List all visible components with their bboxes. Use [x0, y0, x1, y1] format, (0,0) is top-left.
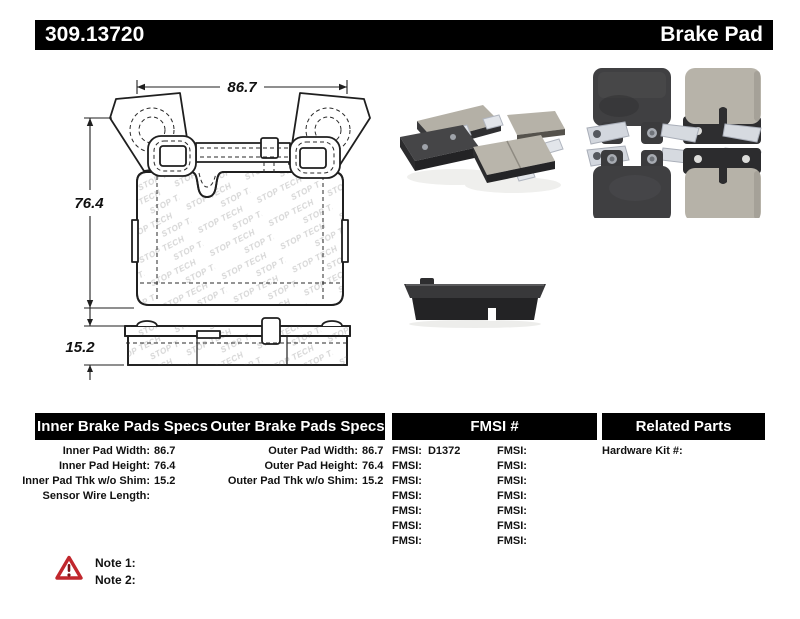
width-dimension: 86.7 — [136, 79, 348, 96]
inner-specs-column: Inner Pad Width:86.7 Inner Pad Height:76… — [18, 444, 175, 504]
fmsi-row: FMSI: — [497, 535, 527, 547]
fmsi-row: FMSI: — [497, 475, 527, 487]
note-2: Note 2: — [95, 573, 136, 587]
thickness-dimension: 15.2 — [65, 308, 124, 380]
fmsi-header-bar: FMSI # — [392, 413, 597, 440]
spec-row: Inner Pad Width:86.7 — [62, 445, 176, 457]
fmsi-row: FMSI: — [392, 490, 422, 502]
fmsi-column-2: FMSI: FMSI: FMSI: FMSI: FMSI: FMSI: FMSI… — [497, 444, 533, 549]
note-1: Note 1: — [95, 556, 136, 570]
photo-pad-set-flat — [586, 68, 762, 218]
spec-row: Sensor Wire Length: — [42, 490, 150, 502]
part-number: 309.13720 — [45, 23, 145, 46]
fmsi-row: FMSI: — [497, 445, 527, 457]
side-view — [124, 317, 351, 366]
outer-specs-column: Outer Pad Width:86.7 Outer Pad Height:76… — [226, 444, 384, 489]
inner-specs-header: Inner Brake Pads Specs — [37, 418, 208, 435]
fmsi-row: FMSI: — [497, 490, 527, 502]
fmsi-header: FMSI # — [470, 418, 519, 435]
width-dimension-label: 86.7 — [227, 79, 257, 96]
fmsi-row: FMSI:D1372 — [392, 445, 461, 457]
height-dimension: 76.4 — [74, 117, 134, 309]
fmsi-column-1: FMSI:D1372 FMSI: FMSI: FMSI: FMSI: FMSI:… — [392, 444, 460, 549]
spec-row: Outer Pad Height:76.4 — [264, 460, 384, 472]
fmsi-row: FMSI: — [392, 460, 422, 472]
photo-pad-profile — [404, 278, 546, 328]
fmsi-row: FMSI: — [497, 505, 527, 517]
warning-icon — [55, 555, 83, 580]
related-row: Hardware Kit #: — [602, 445, 683, 457]
fmsi-row: FMSI: — [392, 520, 422, 532]
fmsi-row: FMSI: — [497, 460, 527, 472]
product-type: Brake Pad — [660, 23, 763, 46]
fmsi-row: FMSI: — [392, 505, 422, 517]
fmsi-row: FMSI: — [497, 520, 527, 532]
height-dimension-label: 76.4 — [74, 195, 104, 212]
front-view — [109, 92, 371, 306]
related-parts-header: Related Parts — [635, 418, 732, 435]
spec-row: Outer Pad Thk w/o Shim:15.2 — [227, 475, 384, 487]
related-parts-header-bar: Related Parts — [602, 413, 765, 440]
pads-specs-header-bar: Inner Brake Pads Specs Outer Brake Pads … — [35, 413, 385, 440]
related-parts-column: Hardware Kit #: — [602, 444, 689, 459]
spec-row: Outer Pad Width:86.7 — [268, 445, 384, 457]
thickness-dimension-label: 15.2 — [65, 339, 95, 356]
outer-specs-header: Outer Brake Pads Specs — [210, 418, 385, 435]
title-bar: 309.13720 Brake Pad — [35, 20, 773, 50]
spec-row: Inner Pad Thk w/o Shim:15.2 — [22, 475, 176, 487]
photo-pad-set-angled — [400, 105, 565, 193]
fmsi-row: FMSI: — [392, 535, 422, 547]
spec-row: Inner Pad Height:76.4 — [58, 460, 176, 472]
fmsi-row: FMSI: — [392, 475, 422, 487]
technical-drawing: STOP TECH STOP TECH — [65, 79, 371, 380]
